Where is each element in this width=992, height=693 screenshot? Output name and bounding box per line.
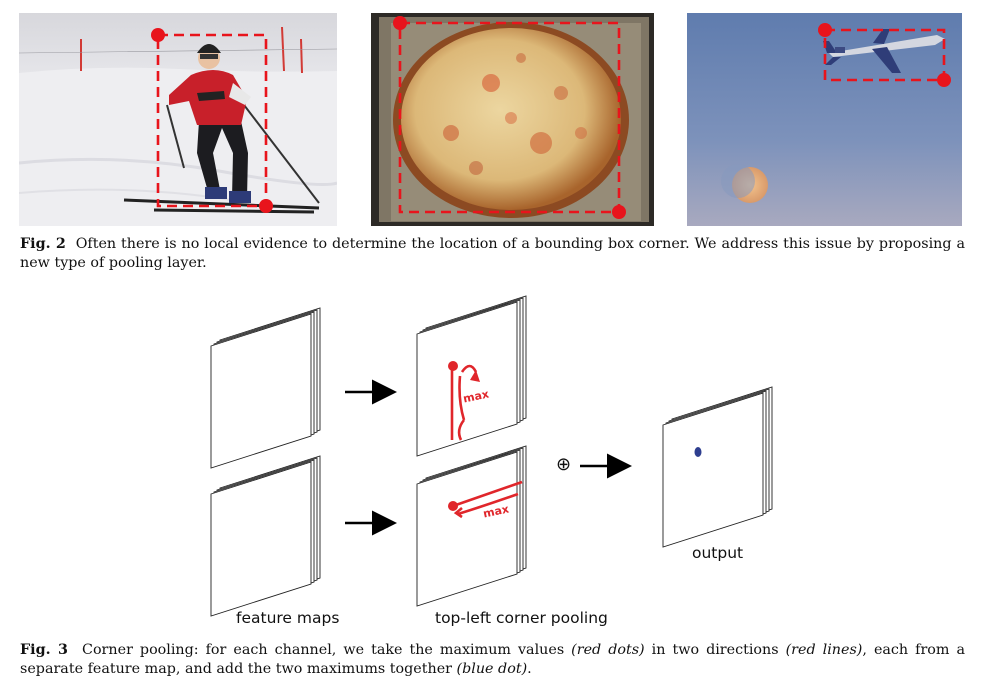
airplane-topleft-corner [818, 23, 832, 37]
pooling-label: top-left corner pooling [435, 609, 608, 627]
output-map-stack [662, 386, 773, 548]
fig2-caption-text: Often there is no local evidence to dete… [20, 236, 965, 271]
pooled-map-stack-top [416, 295, 527, 457]
skier-bottomright-corner [259, 199, 273, 213]
pizza-bbox [398, 21, 621, 214]
fig2-label: Fig. 2 [20, 236, 66, 252]
plus-symbol: ⊕ [556, 454, 572, 475]
fig3-caption-text: Corner pooling: for each channel, we tak… [20, 642, 965, 677]
pizza-topleft-corner [393, 16, 407, 30]
horizontal-max-dot [448, 501, 458, 511]
vertical-max-annotation [450, 364, 478, 441]
skier-topleft-corner [151, 28, 165, 42]
output-blue-dot [694, 447, 702, 457]
airplane-bottomright-corner [937, 73, 951, 87]
fig3-label: Fig. 3 [20, 642, 68, 658]
pizza-bottomright-corner [612, 205, 626, 219]
skier-bbox [156, 33, 268, 208]
feature-map-stack-bottom [210, 455, 321, 617]
feature-maps-label: feature maps [236, 609, 340, 627]
horizontal-max-annotation [452, 480, 523, 519]
pooled-map-stack-bottom [416, 445, 527, 607]
output-label: output [692, 544, 744, 562]
airplane-bbox [823, 28, 946, 82]
fig2-caption: Fig. 2 Often there is no local evidence … [20, 235, 965, 273]
fig2-bounding-boxes [151, 16, 951, 219]
vertical-max-arrowhead [470, 370, 480, 382]
fig3-caption: Fig. 3 Corner pooling: for each channel,… [20, 641, 965, 679]
vertical-max-dot [448, 361, 458, 371]
feature-map-stack-top [210, 307, 321, 469]
photo-pizza [371, 13, 654, 226]
fig3-diagram [210, 295, 773, 617]
photo-skier [19, 13, 337, 226]
photo-airplane-moon [687, 13, 962, 226]
